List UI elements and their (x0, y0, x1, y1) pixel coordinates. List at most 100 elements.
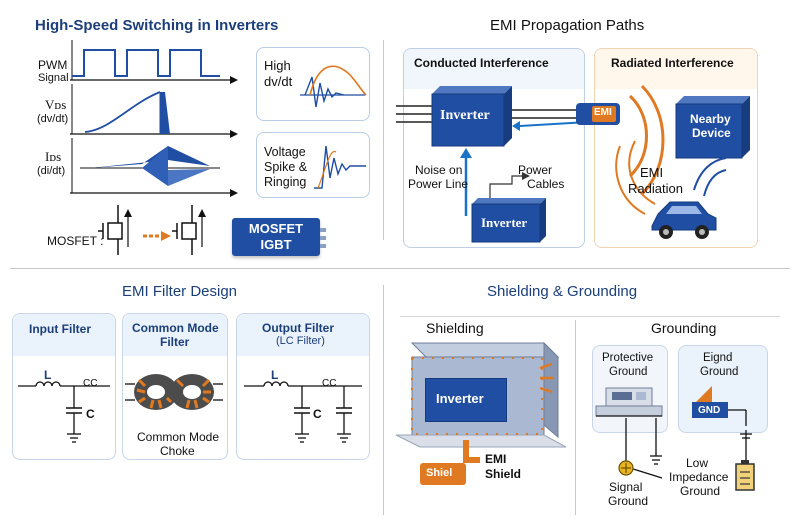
noise-arrow (460, 148, 472, 216)
chip-pins (320, 228, 326, 248)
radiation-line1: EMI (640, 165, 664, 180)
inverter-top-box (431, 86, 512, 147)
shield-tag (420, 463, 466, 485)
mosfet-label: MOSFET : (47, 234, 104, 248)
noise-line1: Noise on (415, 163, 463, 177)
mosfet-igbt-chip: MOSFET IGBT (232, 218, 320, 256)
output-filter-circuit (244, 381, 362, 443)
power-lines (396, 105, 436, 123)
switching-section-title: High-Speed Switching in Inverters (35, 17, 279, 34)
signal-label: Signal (38, 72, 69, 84)
shield-tag-label: Shiel (426, 467, 453, 479)
input-l-label: L (44, 368, 52, 382)
protective-line2: Ground (609, 366, 648, 378)
inverter-bottom-label: Inverter (481, 215, 528, 230)
shield-emission-marks (539, 362, 554, 394)
vds-label: Vᴅs (45, 97, 67, 112)
low-impedance-line2: Impedance (669, 470, 729, 484)
pwm-label: PWM (38, 58, 68, 72)
input-filter-title: Input Filter (29, 322, 91, 336)
nearby-device-box (675, 96, 750, 159)
pwm-waveform (70, 40, 238, 84)
radiation-waves (615, 84, 665, 215)
protective-line1: Protective (602, 352, 654, 364)
protective-ground-device (595, 387, 663, 417)
didt-label: (di/dt) (37, 165, 66, 177)
switch-arrow (143, 231, 171, 241)
vertical-divider (383, 40, 384, 240)
eignd-ground-device (692, 386, 747, 426)
input-filter-circuit (18, 381, 110, 443)
choke-line1: Common Mode (137, 430, 220, 444)
input-c-label: C (86, 407, 95, 421)
mosfet-symbol-left (98, 205, 132, 255)
battery-icon (735, 460, 755, 491)
shield-connector (463, 440, 480, 463)
radiated-title: Radiated Interference (611, 56, 734, 70)
mosfet-symbol-right (172, 205, 206, 255)
ground-wiring (625, 418, 752, 479)
output-title-line2: (LC Filter) (276, 335, 325, 347)
output-cc-label: CC (322, 378, 337, 389)
high-dvdt-line2: dv/dt (264, 74, 293, 89)
ids-waveform (70, 138, 238, 197)
signal-ground-line2: Ground (608, 494, 649, 508)
noise-line2: Power Line (408, 177, 469, 191)
emi-tag-inner (592, 106, 616, 122)
spike-waveform (314, 145, 366, 189)
low-impedance-line1: Low (686, 456, 709, 470)
grounding-label: Grounding (651, 320, 717, 336)
shielding-grounding-divider (575, 320, 576, 515)
signal-ground-line1: Signal (609, 480, 643, 494)
inverter-bottom-box (471, 198, 546, 243)
input-cc-label: CC (83, 378, 98, 389)
nearby-line2: Device (692, 126, 731, 140)
emi-shield-line1: EMI (485, 452, 507, 466)
common-mode-choke (125, 374, 223, 410)
vds-waveform (70, 84, 238, 138)
emi-section-title: EMI Propagation Paths (490, 17, 645, 34)
eignd-line1: Eignd (703, 352, 733, 364)
shielding-subdivider (400, 316, 780, 317)
vertical-divider-bottom (383, 285, 384, 515)
gnd-label: GND (698, 405, 721, 416)
horizontal-divider (10, 268, 790, 269)
low-impedance-line3: Ground (680, 484, 721, 498)
conducted-title: Conducted Interference (414, 56, 549, 70)
power-cables-line2: Cables (527, 177, 565, 191)
cm-title-line2: Filter (160, 335, 190, 349)
high-dvdt-waveform (300, 65, 367, 108)
ids-label: Iᴅs (45, 149, 62, 164)
choke-line2: Choke (160, 444, 195, 458)
shielding-label: Shielding (426, 320, 484, 336)
voltage-spike-inset (256, 132, 370, 198)
spike-line1: Voltage (264, 145, 306, 159)
shield-dots (411, 357, 543, 435)
filter-section-title: EMI Filter Design (122, 283, 238, 300)
nearby-line1: Nearby (690, 112, 731, 126)
output-title-line1: Output Filter (262, 321, 334, 335)
shield-inverter-label: Inverter (436, 391, 484, 406)
radiation-line2: Radiation (628, 181, 683, 196)
signal-ground-symbol (618, 460, 634, 476)
cm-title-line1: Common Mode (132, 321, 219, 335)
shield-enclosure (395, 341, 567, 448)
spike-line3: Ringing (264, 175, 307, 189)
high-dvdt-line1: High (264, 58, 291, 73)
cable-arrow (489, 172, 530, 198)
shield-inverter-box (425, 378, 507, 422)
car-waves (693, 157, 727, 197)
chip-line1: MOSFET (248, 221, 304, 236)
eignd-line2: Ground (700, 366, 739, 378)
car-icon (651, 201, 717, 239)
output-c-label: C (313, 407, 322, 421)
power-cables-line1: Power (518, 163, 553, 177)
dvdt-label: (dv/dt) (37, 113, 69, 125)
shielding-section-title: Shielding & Grounding (487, 283, 638, 300)
spike-line2: Spike & (264, 160, 308, 174)
emi-tag-label: EMI (594, 107, 612, 118)
chip-line2: IGBT (260, 237, 292, 252)
output-l-label: L (271, 368, 279, 382)
inverter-top-label: Inverter (440, 108, 490, 123)
eignd-ground-card (678, 345, 768, 433)
